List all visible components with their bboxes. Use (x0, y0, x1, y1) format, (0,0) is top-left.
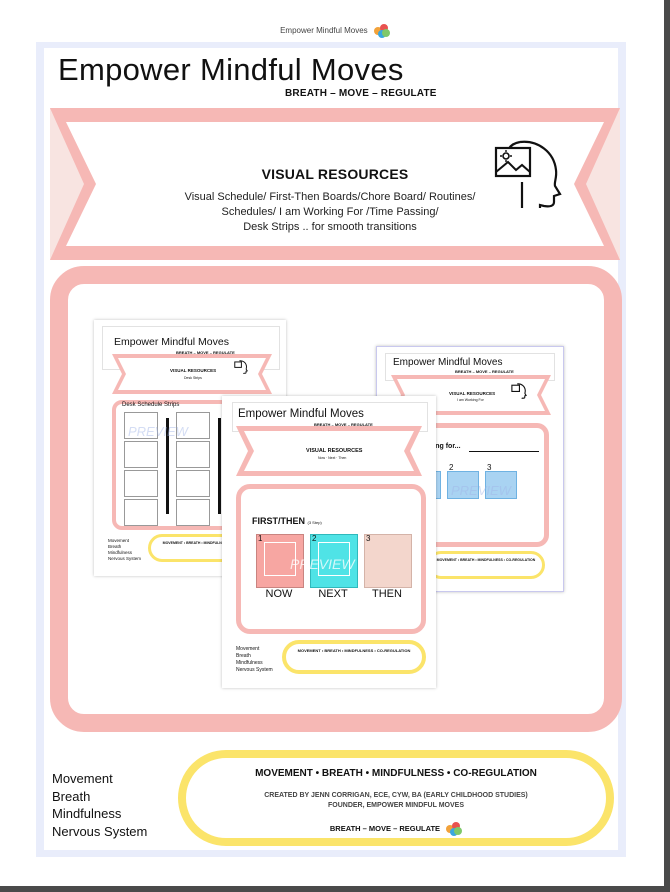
mini-legend: Movement Breath Mindfulness Nervous Syst… (108, 538, 142, 561)
banner-line-3: Desk Strips .. for smooth transitions (243, 221, 417, 233)
working-number: 3 (487, 463, 492, 472)
footer-pillars: MOVEMENT • BREATH • MINDFULNESS • CO-REG… (255, 768, 537, 779)
mini-heading: VISUAL RESOURCES (449, 391, 496, 396)
legend-breath: Breath (52, 788, 91, 804)
mini-footer-text: MOVEMENT • BREATH • MINDFULNESS • CO-REG… (436, 558, 536, 562)
preview-watermark: PREVIEW (290, 556, 355, 572)
preview-first-then: Empower Mindful Moves BREATH – MOVE – RE… (222, 396, 436, 688)
first-then-label: FIRST/THEN (3 Step) (252, 516, 322, 526)
strip-divider (166, 418, 169, 514)
strip-divider (218, 418, 221, 514)
legend-mindfulness: Mindfulness (52, 806, 122, 821)
top-brand: Empower Mindful Moves (0, 24, 670, 38)
preview-watermark: PREVIEW (128, 424, 188, 439)
footer-credit-line-2: FOUNDER, EMPOWER MINDFUL MOVES (328, 802, 464, 809)
mini-tagline: BREATH – MOVE – REGULATE (455, 369, 514, 374)
legend-nervous-system: Nervous System (52, 823, 148, 839)
then-label: THEN (372, 588, 402, 600)
mini-title: Empower Mindful Moves (393, 357, 503, 368)
mini-footer-pill (282, 640, 426, 674)
mini-title: Empower Mindful Moves (238, 408, 364, 420)
ribbon-banner (50, 108, 620, 260)
mini-legend: Movement Breath Mindfulness Nervous Syst… (236, 646, 273, 673)
legend-movement: Movement (52, 771, 113, 786)
logo-icon (446, 822, 463, 836)
footer-tagline: BREATH – MOVE – REGULATE (178, 822, 614, 836)
now-label: NOW (265, 588, 293, 600)
mini-heading: VISUAL RESOURCES (306, 448, 363, 454)
card-number: 3 (366, 534, 371, 543)
working-box (447, 471, 479, 499)
footer-credit: CREATED BY JENN CORRIGAN, ECE, CYW, BA (… (178, 791, 614, 811)
working-number: 2 (449, 463, 454, 472)
mini-head-icon (234, 360, 248, 374)
mini-sub: Now · Next · Then (318, 456, 347, 460)
banner-line-2: Schedules/ I am Working For /Time Passin… (221, 206, 439, 218)
mini-footer-pill (427, 551, 545, 579)
now-card-inner (264, 542, 296, 576)
banner-line-1: Visual Schedule/ First-Then Boards/Chore… (184, 191, 476, 203)
strip-column-1 (124, 412, 158, 526)
page-title: Empower Mindful Moves (58, 52, 404, 87)
logo-icon (373, 24, 390, 38)
card-number: 2 (312, 534, 317, 543)
mini-tagline: BREATH – MOVE – REGULATE (176, 350, 235, 355)
mini-section-label: Desk Schedule Strips (122, 402, 180, 408)
preview-watermark: PREVIEW (451, 483, 511, 498)
top-brand-label: Empower Mindful Moves (280, 26, 368, 36)
then-card (364, 534, 412, 588)
strip-column-2 (176, 412, 210, 526)
mini-working-line (469, 451, 539, 452)
working-box (485, 471, 517, 499)
mini-head-icon (511, 383, 527, 399)
footer-pill (178, 750, 614, 846)
mini-footer-text: MOVEMENT • BREATH • MINDFULNESS • CO-REG… (297, 648, 411, 653)
mini-sub: I am Working For (457, 398, 484, 402)
next-card-inner (318, 542, 350, 576)
footer-tagline-text: BREATH – MOVE – REGULATE (329, 823, 441, 833)
card-number: 1 (258, 534, 263, 543)
mini-footer-text: MOVEMENT • BREATH • MINDFULNESS • CO-REG… (162, 541, 262, 545)
banner-heading: VISUAL RESOURCES (261, 166, 409, 182)
footer-credit-line-1: CREATED BY JENN CORRIGAN, ECE, CYW, BA (… (264, 792, 528, 799)
banner-description: Visual Schedule/ First-Then Boards/Chore… (165, 190, 495, 235)
mini-tagline: BREATH – MOVE – REGULATE (314, 422, 373, 427)
mini-ribbon (236, 426, 422, 476)
mini-heading: VISUAL RESOURCES (170, 368, 217, 373)
footer-legend-list: Movement Breath Mindfulness Nervous Syst… (52, 770, 147, 840)
mini-content-frame (236, 484, 426, 634)
mini-ribbon (112, 354, 272, 394)
head-with-image-icon (494, 140, 562, 208)
page-tagline: BREATH – MOVE – REGULATE (285, 88, 437, 99)
mini-title: Empower Mindful Moves (114, 336, 229, 348)
next-label: NEXT (318, 588, 348, 600)
mini-sub: Desk Strips (184, 376, 202, 380)
